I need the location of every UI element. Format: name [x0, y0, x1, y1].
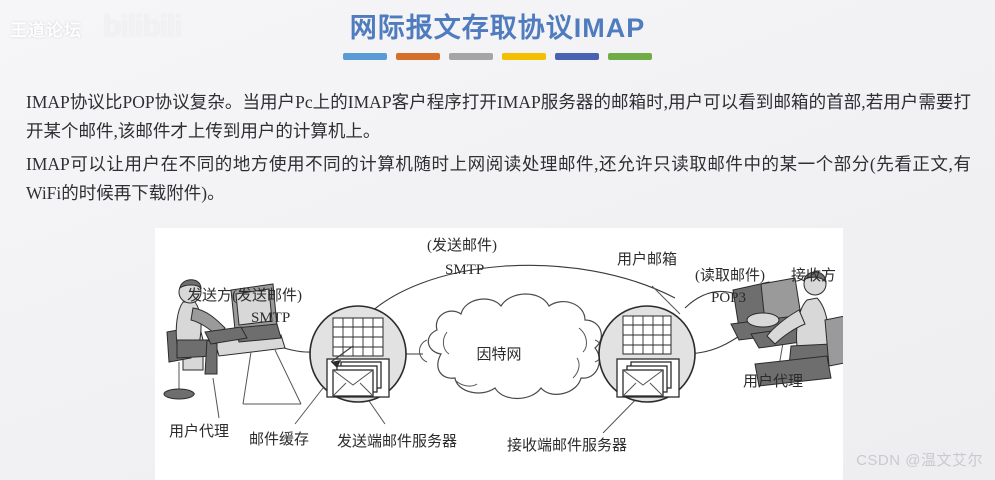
- label-sending-mail-server: 发送端邮件服务器: [337, 433, 457, 450]
- label-sender-top: 发送方(发送邮件): [187, 287, 302, 304]
- accent-bar-5: [555, 52, 599, 60]
- email-protocol-diagram: 因特网: [155, 228, 843, 480]
- label-sender-agent: 用户代理: [169, 423, 229, 440]
- accent-bar-4: [502, 52, 546, 60]
- paragraph-imap-complexity: IMAP协议比POP协议复杂。当用户Pc上的IMAP客户程序打开IMAP服务器的…: [26, 92, 971, 141]
- accent-bar-2: [396, 52, 440, 60]
- csdn-watermark: CSDN @温文艾尔: [856, 452, 983, 469]
- page-title-cn: 网际报文存取协议: [349, 13, 574, 43]
- accent-bar-row: [0, 52, 995, 60]
- label-read-mail-paren: (读取邮件): [695, 267, 765, 284]
- bilibili-logo-watermark: bilibili: [103, 10, 183, 43]
- sending-mail-server: [309, 305, 407, 403]
- label-send-mail-protocol: SMTP: [445, 262, 484, 278]
- accent-bar-3: [449, 52, 493, 60]
- receiver-user-illustration: [730, 271, 843, 387]
- label-mail-cache: 邮件缓存: [249, 431, 309, 448]
- sender-user-illustration: [163, 279, 302, 405]
- page-title: 网际报文存取协议IMAP: [0, 13, 995, 44]
- internet-cloud: 因特网: [419, 293, 603, 400]
- accent-bar-1: [343, 52, 387, 60]
- label-read-mail-protocol: POP3: [711, 290, 746, 306]
- label-send-mail-paren: (发送邮件): [427, 237, 497, 254]
- label-receiving-mail-server: 接收端邮件服务器: [507, 437, 627, 454]
- label-user-mailbox: 用户邮箱: [617, 251, 677, 268]
- paragraph-imap-anywhere: IMAP可以让用户在不同的地方使用不同的计算机随时上网阅读处理邮件,还允许只读取…: [26, 154, 971, 203]
- title-block: 网际报文存取协议IMAP: [0, 13, 995, 60]
- internet-cloud-label: 因特网: [476, 346, 521, 363]
- wangdao-watermark: 王道论坛: [10, 21, 82, 40]
- label-sender-protocol: SMTP: [251, 310, 290, 326]
- accent-bar-6: [608, 52, 652, 60]
- label-receiver-agent: 用户代理: [743, 373, 803, 390]
- receiving-mail-server: [598, 305, 696, 403]
- label-receiver: 接收方: [791, 267, 836, 284]
- page-title-latin: IMAP: [573, 13, 646, 43]
